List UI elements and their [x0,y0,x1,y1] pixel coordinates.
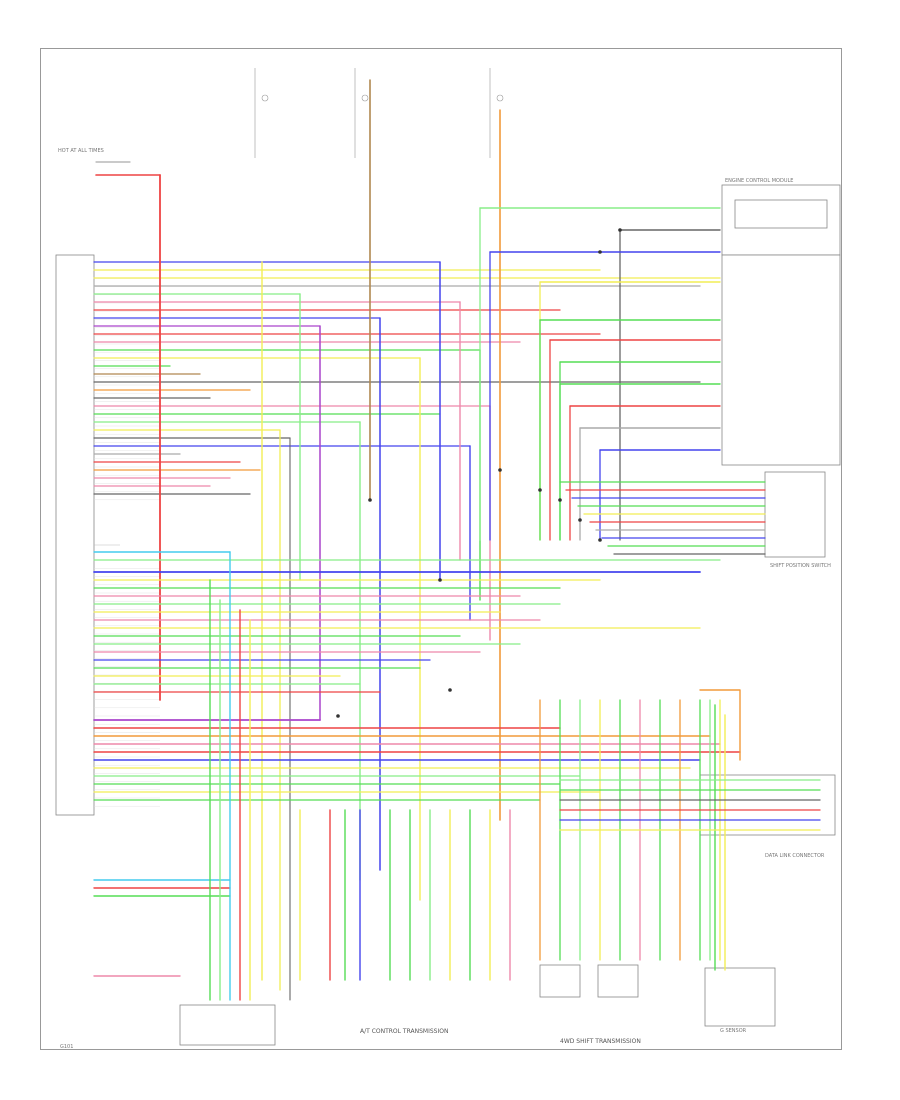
wire-label: DATA LINK CONNECTOR [765,853,825,859]
junction-dot [438,578,442,582]
speed-sensor-inner [734,199,828,229]
diagram-frame [40,48,842,1050]
ecm-connector-block [55,254,95,816]
junction-dot [598,538,602,542]
shift-position-box [764,471,826,558]
wire-label: G SENSOR [720,1028,747,1034]
junction-dot [578,518,582,522]
fuse [261,94,269,102]
junction-dot [498,468,502,472]
wire-label: SHIFT POSITION SWITCH [770,563,831,569]
data-link-box [699,774,836,836]
fuse [496,94,504,102]
junction-dot [618,228,622,232]
wire-label: G101 [60,1044,73,1050]
fuse [361,94,369,102]
shift-switch-box [721,254,841,466]
junction-dot [368,498,372,502]
junction-dot [336,714,340,718]
sensor-box-1 [539,964,581,998]
junction-dot [558,498,562,502]
wire-label: ENGINE CONTROL MODULE [725,178,793,184]
sensor-box-2 [597,964,639,998]
g-sensor-box [704,967,776,1027]
tcm-box [179,1004,276,1046]
wire-label: A/T CONTROL TRANSMISSION [360,1028,448,1035]
wire-label: 4WD SHIFT TRANSMISSION [560,1038,641,1045]
junction-dot [448,688,452,692]
wire-label: HOT AT ALL TIMES [58,148,104,154]
junction-dot [538,488,542,492]
wire [699,689,741,761]
junction-dot [598,250,602,254]
